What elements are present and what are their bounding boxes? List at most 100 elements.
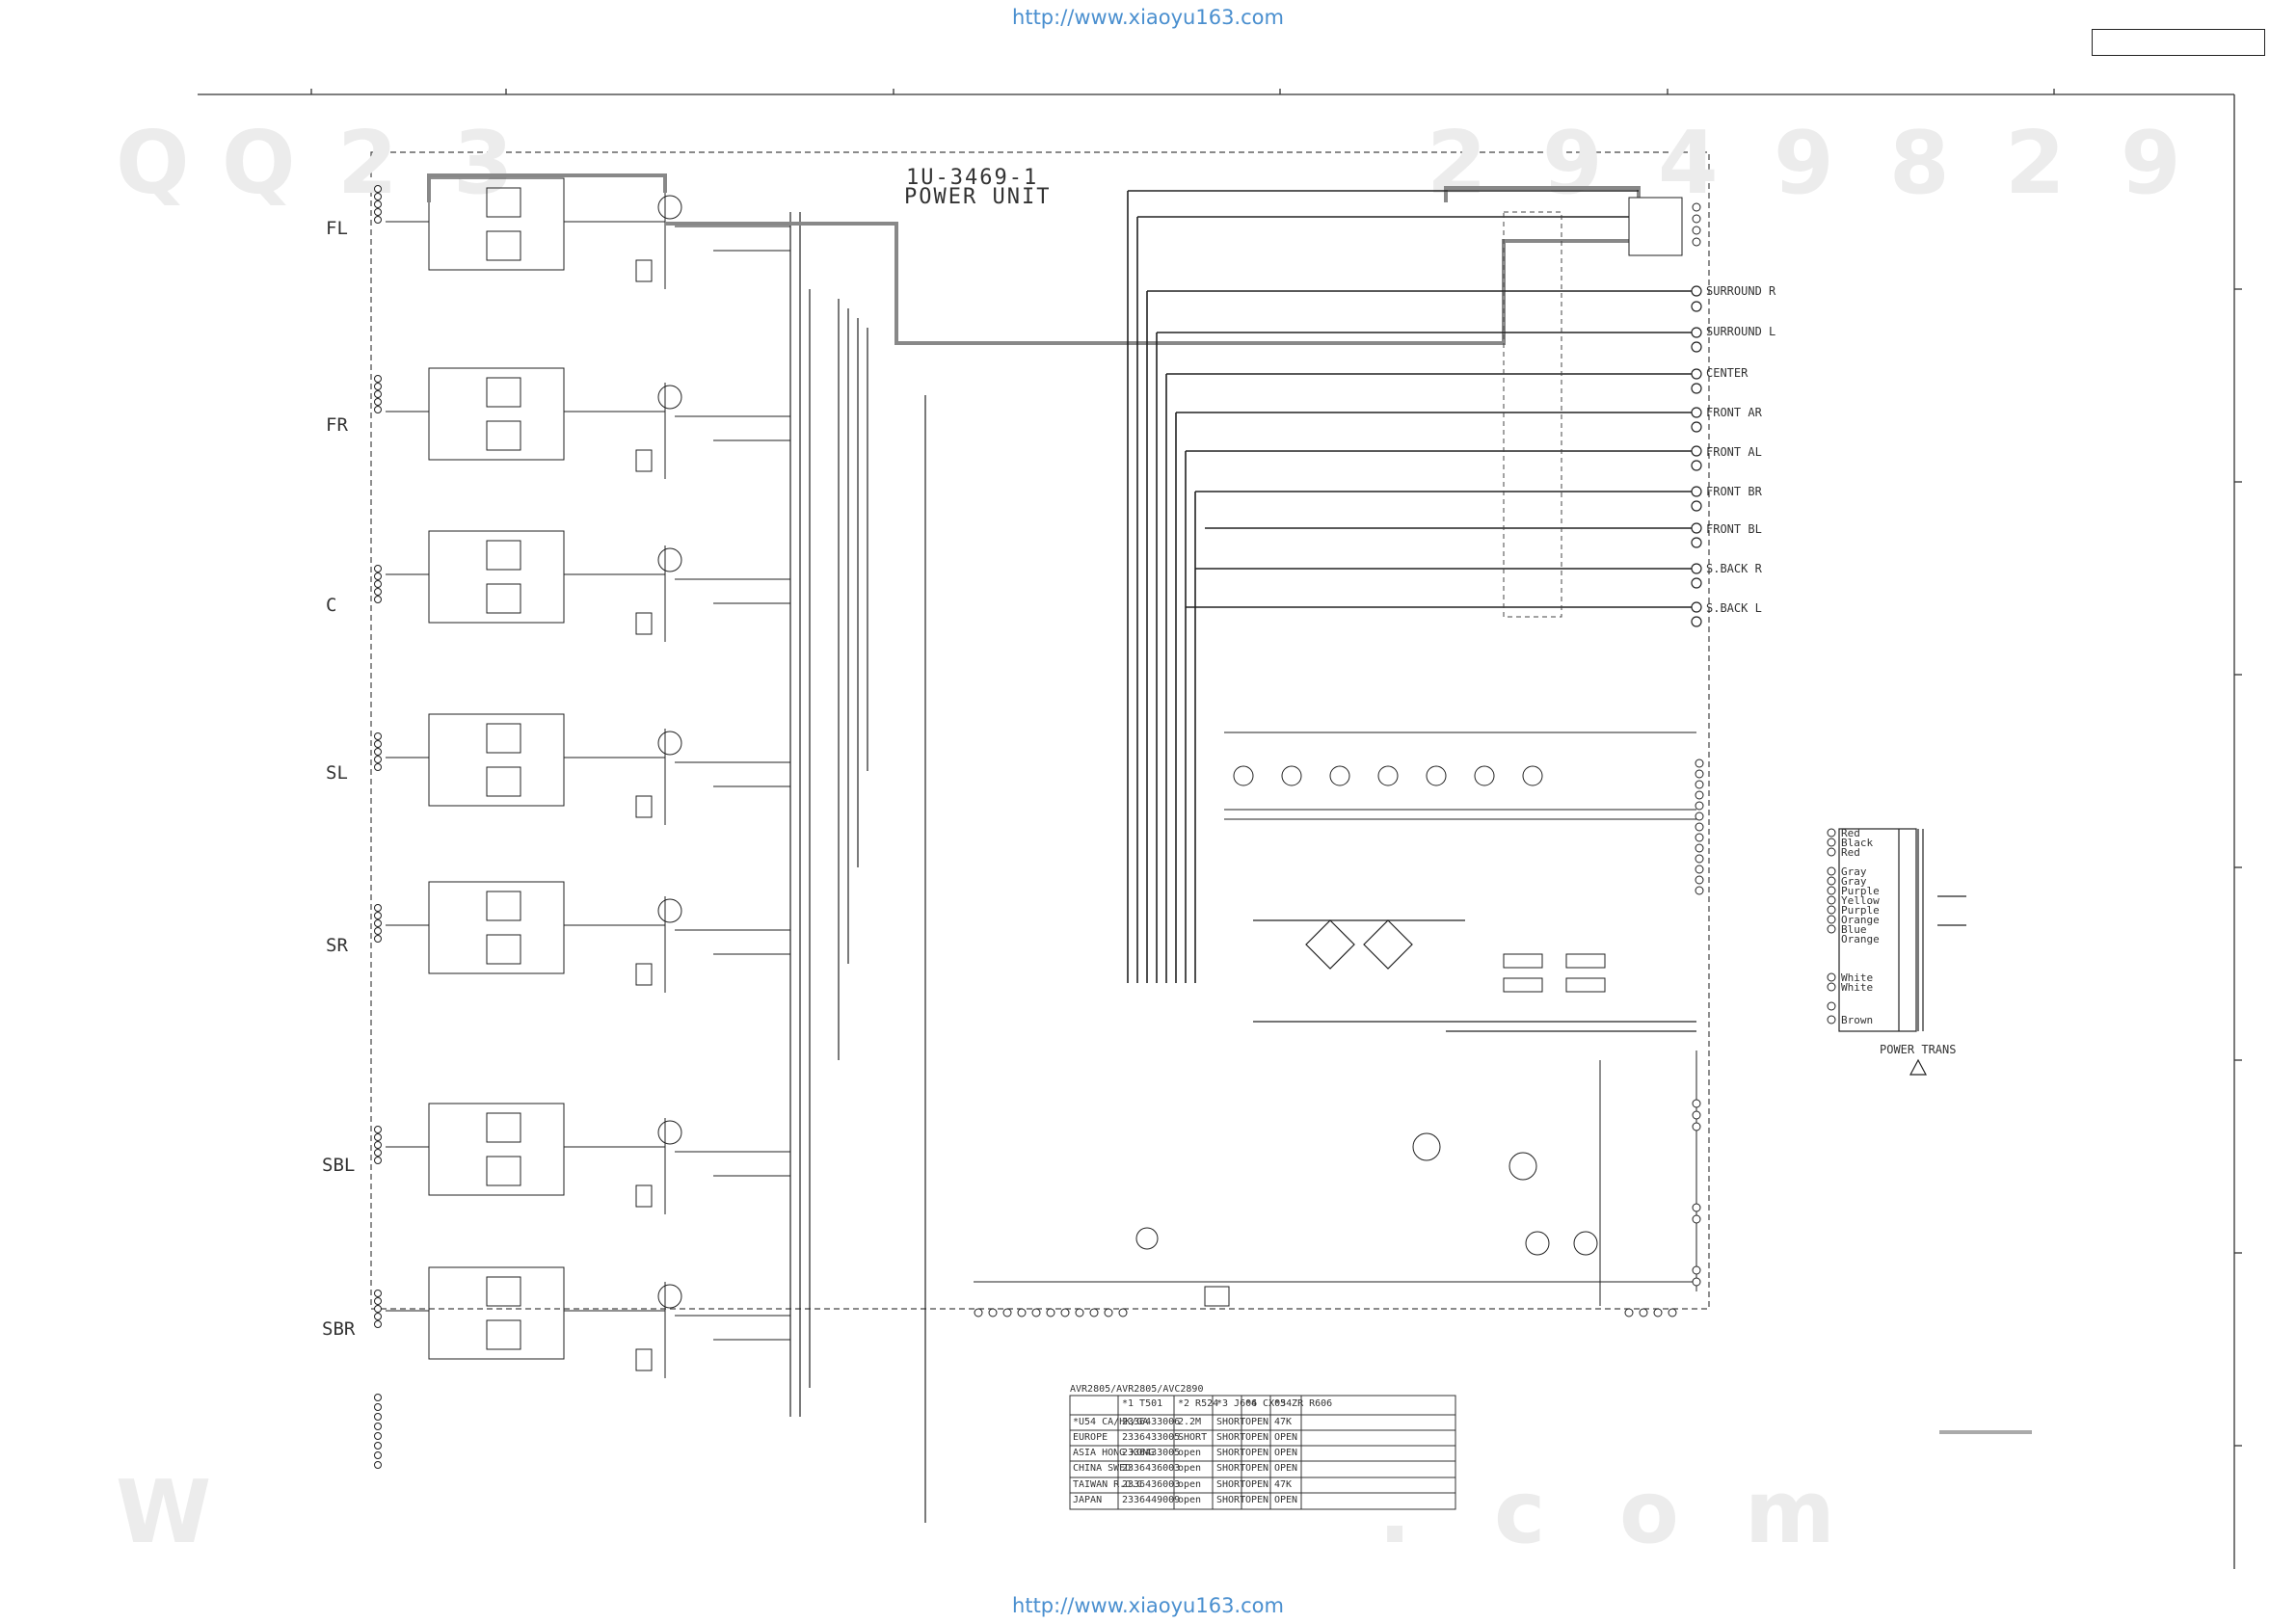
bridge-rectifiers (1253, 919, 1696, 1032)
model-table-row4-r524: open (1178, 1463, 1202, 1474)
wire-color-3: Red (1841, 846, 1860, 859)
model-table-row4-cx034: OPEN (1245, 1463, 1269, 1474)
amp-block-sl (386, 713, 790, 825)
output-label-surround-l: SURROUND L (1706, 325, 1776, 338)
model-table-row2-t501: 2336433005 (1122, 1432, 1181, 1443)
channel-label-sl: SL (326, 762, 348, 784)
output-label-s-back-r: S.BACK R (1706, 562, 1762, 575)
model-table-row3-r606: OPEN (1274, 1448, 1298, 1458)
channel-label-fr: FR (326, 414, 348, 436)
model-table-row5-t501: 2336436003 (1122, 1479, 1181, 1490)
output-label-surround-r: SURROUND R (1706, 284, 1776, 298)
model-table-row4-r606: OPEN (1274, 1463, 1298, 1474)
model-table-row5-r606: 47K (1274, 1479, 1293, 1490)
model-table-row2-region: EUROPE (1073, 1432, 1108, 1443)
model-table-row2-j606: SHORT (1216, 1432, 1246, 1443)
top-connector (1628, 197, 1701, 256)
bottom-connector (974, 1308, 1128, 1317)
source-url-bottom[interactable]: http://www.xiaoyu163.com (1012, 1594, 1284, 1617)
standby-supply (974, 1051, 1697, 1307)
power-trans-label: POWER TRANS (1880, 1043, 1957, 1056)
svg-text:9: 9 (1774, 113, 1834, 214)
model-table-row2-cx034: OPEN (1245, 1432, 1269, 1443)
warning-triangle-icon (1909, 1058, 1927, 1076)
output-label-front-ar: FRONT AR (1706, 406, 1762, 419)
output-lines (1127, 190, 1696, 983)
amp-blocks (386, 177, 790, 1378)
svg-text:o: o (1619, 1462, 1679, 1563)
wire-color-4: Gray (1841, 865, 1867, 878)
model-table-row3-region: ASIA HONG KONG (1073, 1448, 1155, 1458)
svg-text:9: 9 (2121, 113, 2181, 214)
svg-text:m: m (1745, 1462, 1835, 1563)
model-table-row3-t501: 2336433005 (1122, 1448, 1181, 1458)
model-table-head-4: *4 CX034 (1245, 1398, 1293, 1409)
relay-drivers (1224, 732, 1696, 820)
source-url-top[interactable]: http://www.xiaoyu163.com (1012, 6, 1284, 29)
model-table-title: AVR2805/AVR2805/AVC2890 (1070, 1384, 1204, 1395)
output-label-center: CENTER (1706, 366, 1749, 380)
wire-color-7: Yellow (1841, 894, 1880, 907)
wire-color-9: Orange (1841, 914, 1880, 926)
model-table-row1-cx034: OPEN (1245, 1417, 1269, 1427)
wire-color-8: Purple (1841, 904, 1880, 917)
unit-title-line1: 1U-3469-1 (906, 166, 1039, 190)
channel-label-sbr: SBR (322, 1318, 356, 1340)
model-table-row1-j606: SHORT (1216, 1417, 1246, 1427)
amp-block-sbr (386, 1266, 790, 1378)
model-table-grid (1069, 1395, 1456, 1510)
svg-text:2: 2 (1427, 113, 1487, 214)
separator-line (1939, 1430, 2032, 1434)
wire-color-12: White (1841, 971, 1874, 984)
model-table-row3-j606: SHORT (1216, 1448, 1246, 1458)
sheet-frame (198, 89, 2242, 1569)
model-table-row4-region: CHINA SWED (1073, 1463, 1132, 1474)
svg-text:9: 9 (1542, 113, 1603, 214)
model-table-row6-r606: OPEN (1274, 1495, 1298, 1505)
output-label-s-back-l: S.BACK L (1706, 601, 1762, 615)
svg-text:.: . (1378, 1462, 1411, 1563)
model-table-row5-r524: open (1178, 1479, 1202, 1490)
model-table-head-5: *5 ZR R606 (1274, 1398, 1333, 1409)
wire-color-14: Brown (1841, 1014, 1874, 1026)
channel-label-sr: SR (326, 935, 348, 956)
model-table-head-2: *2 R524 (1178, 1398, 1219, 1409)
jumper-boxes (1503, 953, 1606, 993)
model-table-row5-region: TAIWAN R.O.C (1073, 1479, 1143, 1490)
input-connectors (374, 185, 382, 1469)
model-table-row1-r606: 47K (1274, 1417, 1293, 1427)
output-label-front-bl: FRONT BL (1706, 522, 1762, 536)
relay-area (1503, 211, 1562, 618)
amp-block-sbl (386, 1103, 790, 1214)
amp-block-fr (386, 367, 790, 479)
channel-label-c: C (326, 595, 337, 616)
wire-color-2: Black (1841, 837, 1874, 849)
model-table-row1-r524: 2.2M (1178, 1417, 1202, 1427)
wire-color-5: Gray (1841, 875, 1867, 888)
model-table-row3-cx034: OPEN (1245, 1448, 1269, 1458)
svg-text:Q: Q (116, 113, 190, 214)
power-transformer (1838, 828, 1966, 1032)
model-table-row6-r524: open (1178, 1495, 1202, 1505)
wire-color-13: White (1841, 981, 1874, 994)
amp-block-c (386, 530, 790, 642)
reference-box (2092, 29, 2265, 56)
wire-color-6: Purple (1841, 885, 1880, 897)
svg-text:8: 8 (1889, 113, 1950, 214)
amp-block-fl (386, 177, 790, 289)
model-table-row2-r606: OPEN (1274, 1432, 1298, 1443)
svg-text:Q: Q (222, 113, 296, 214)
output-label-front-al: FRONT AL (1706, 445, 1762, 459)
model-table-row1-region: *U54 CA/HK/GA (1073, 1417, 1149, 1427)
power-transformer-pins (1827, 828, 1836, 1024)
ac-connectors (1624, 1099, 1701, 1317)
model-table-row5-cx034: OPEN (1245, 1479, 1269, 1490)
channel-label-fl: FL (326, 218, 348, 239)
speaker-terminals (1691, 285, 1702, 627)
model-table-row6-region: JAPAN (1073, 1495, 1103, 1505)
model-table-row6-cx034: OPEN (1245, 1495, 1269, 1505)
supply-bus (789, 212, 926, 1523)
model-table-row3-r524: open (1178, 1448, 1202, 1458)
